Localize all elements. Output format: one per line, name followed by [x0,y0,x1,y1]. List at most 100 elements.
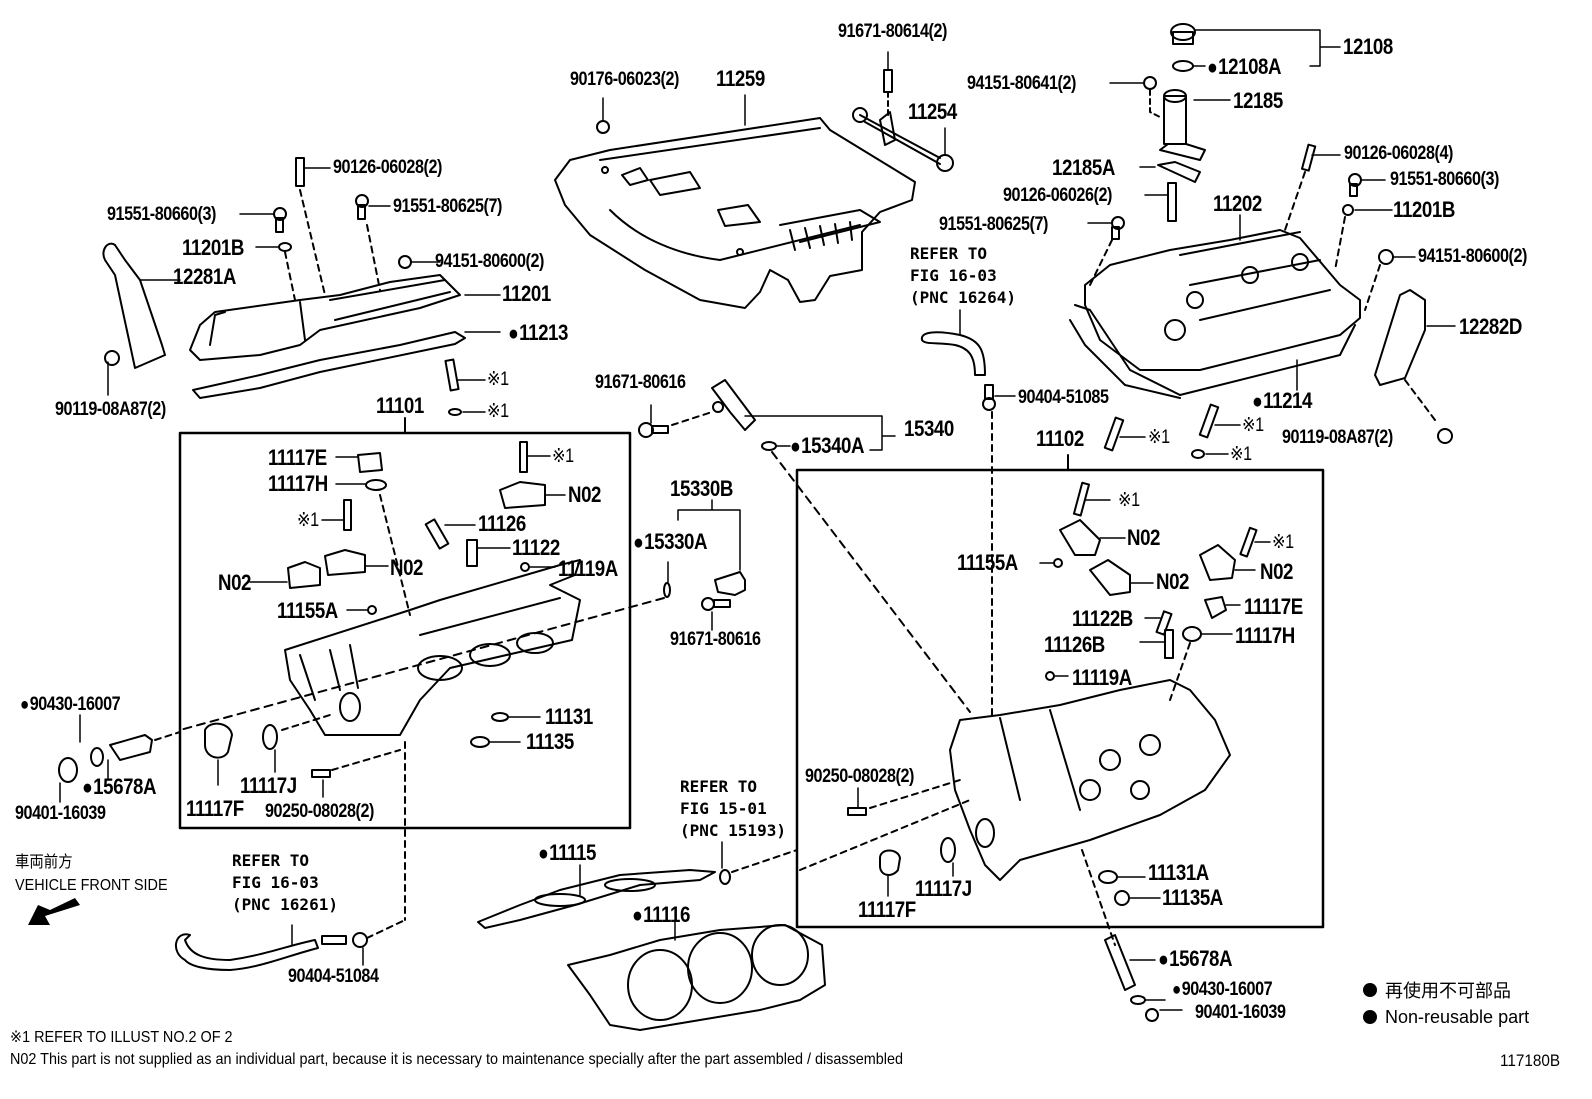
part-label[interactable]: 11117H [1235,623,1295,648]
cylinder-head-rh [949,679,1231,881]
figure-id: 117180B [1500,1051,1561,1070]
part-label[interactable]: 11116 [632,904,690,927]
part-label[interactable]: N02 [568,482,602,507]
cover-bracket [852,51,954,172]
part-label[interactable]: 91551-80660(3) [1390,169,1499,190]
engine-hanger-lh [102,242,166,369]
part-label[interactable]: 90250-08028(2) [805,766,914,787]
part-label[interactable]: 91551-80660(3) [107,204,216,225]
refer-note[interactable]: REFER TO FIG 15-01 (PNC 15193) [680,777,786,840]
refer-note[interactable]: REFER TO FIG 16-03 (PNC 16264) [910,244,1016,307]
pcv-hose-rh [920,331,986,376]
part-label[interactable]: 90401-16039 [1195,1002,1286,1023]
part-label[interactable]: 11117E [1244,594,1303,619]
part-label[interactable]: 11202 [1213,191,1262,216]
part-label[interactable]: 90250-08028(2) [265,801,374,822]
part-label[interactable]: 91671-80614(2) [838,21,947,42]
part-label[interactable]: 91671-80616 [595,372,686,393]
part-label[interactable]: 11201 [502,281,551,306]
part-label[interactable]: 11101 [376,393,424,418]
part-label[interactable]: 90126-06028(2) [333,157,442,178]
part-label[interactable]: 12108A [1207,56,1281,79]
part-label[interactable]: 11214 [1252,390,1312,413]
part-label[interactable]: N02 [218,570,252,595]
part-label[interactable]: 11102 [1036,426,1084,451]
part-label[interactable]: 12281A [173,264,236,289]
footnote-n02: N02 This part is not supplied as an indi… [10,1051,904,1068]
part-label[interactable]: 12185 [1233,88,1283,113]
part-label[interactable]: 11119A [558,556,618,581]
part-label[interactable]: 15330B [670,476,733,501]
part-label[interactable]: 11201B [182,235,244,260]
part-label[interactable]: N02 [1260,559,1294,584]
part-label[interactable]: 11117J [240,773,297,798]
part-label[interactable]: 90401-16039 [15,803,106,824]
part-label[interactable]: 11155A [957,550,1018,575]
part-label[interactable]: 15340A [790,435,864,458]
part-label[interactable]: 11117F [858,897,916,922]
part-label[interactable]: 11126 [478,511,526,536]
part-label[interactable]: N02 [1127,525,1161,550]
oil-filler [1143,23,1206,222]
part-label[interactable]: 11135 [526,729,574,754]
part-label[interactable]: 11119A [1072,665,1132,690]
part-label[interactable]: 12185A [1052,155,1115,180]
engine-cover [554,117,916,309]
part-label[interactable]: 11131 [545,704,593,729]
part-label[interactable]: 90404-51084 [288,966,379,987]
part-label[interactable]: 94151-80600(2) [1418,246,1527,267]
part-label[interactable]: 11117H [268,471,328,496]
part-label[interactable]: 94151-80641(2) [967,73,1076,94]
part-label[interactable]: 90430-16007 [20,695,121,714]
cylinder-head-cover-rh [1069,229,1361,399]
part-label[interactable]: 91551-80625(7) [393,196,502,217]
part-label[interactable]: 11135A [1162,885,1223,910]
part-label[interactable]: 90119-08A87(2) [55,399,166,420]
part-label[interactable]: 15678A [82,776,156,799]
camshaft-position-sensor [179,571,746,731]
part-label[interactable]: 90430-16007 [1172,980,1273,999]
part-label[interactable]: 94151-80600(2) [435,251,544,272]
part-label[interactable]: 15340 [904,416,954,441]
reference-mark: ※1 [487,401,509,422]
vehicle-front-label-jp: 車両前方 [15,854,73,871]
part-label[interactable]: 11117J [915,876,972,901]
oil-plug-lh [58,734,153,783]
cylinder-head-gasket [567,924,826,1031]
part-label[interactable]: 91671-80616 [670,629,761,650]
part-label[interactable]: N02 [390,555,424,580]
part-label[interactable]: 15678A [1158,948,1232,971]
part-label[interactable]: 90176-06023(2) [570,69,679,90]
part-label[interactable]: 11155A [277,598,338,623]
part-label[interactable]: 11117F [186,796,244,821]
part-label[interactable]: 11201B [1393,197,1455,222]
part-label[interactable]: 90126-06026(2) [1003,185,1112,206]
part-label[interactable]: N02 [1156,569,1190,594]
part-label[interactable]: 15330A [633,531,707,554]
part-label[interactable]: 11131A [1148,860,1209,885]
part-label[interactable]: 11259 [716,66,765,91]
pcv-hose-lh [175,933,319,971]
part-label[interactable]: 91551-80625(7) [939,214,1048,235]
cylinder-head-lh [284,559,581,736]
part-label[interactable]: 12282D [1459,314,1522,339]
legend-non-reusable-jp: 再使用不可部品 [1385,981,1511,1001]
part-label[interactable]: 90404-51085 [1018,387,1109,408]
part-label[interactable]: 90126-06028(4) [1344,143,1453,164]
refer-note[interactable]: REFER TO FIG 16-03 (PNC 16261) [232,851,338,914]
part-label[interactable]: 12108 [1343,34,1393,59]
part-label[interactable]: 11117E [268,445,327,470]
reference-mark: ※1 [1230,444,1252,465]
part-label[interactable]: 11254 [908,99,957,124]
part-label[interactable]: 11122 [512,535,560,560]
part-label[interactable]: 11122B [1072,606,1133,631]
part-label[interactable]: 11213 [508,322,568,345]
part-label[interactable]: 90119-08A87(2) [1282,427,1393,448]
reference-mark: ※1 [487,369,509,390]
part-label[interactable]: 11115 [538,842,596,865]
vehicle-front-arrow [28,898,80,925]
vehicle-front-label: VEHICLE FRONT SIDE [15,877,168,894]
part-label[interactable]: 11126B [1044,632,1105,657]
cylinder-head-rh-box [795,468,1325,929]
